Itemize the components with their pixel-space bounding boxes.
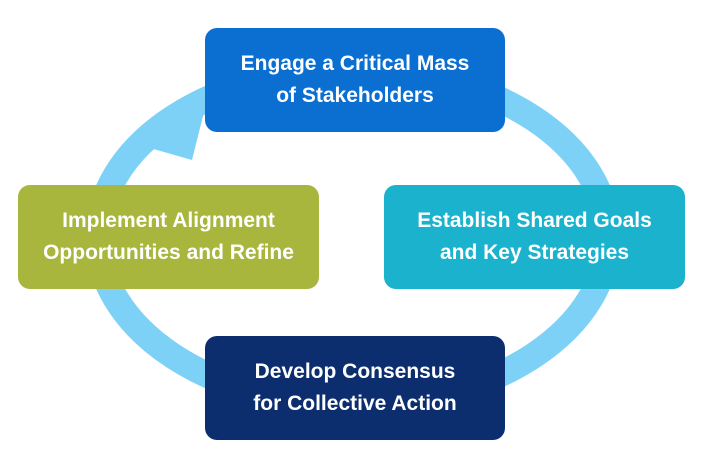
- step-establish-goals: Establish Shared Goals and Key Strategie…: [384, 185, 685, 289]
- step-develop-consensus-label: Develop Consensus for Collective Action: [253, 360, 457, 415]
- step-develop-consensus: Develop Consensus for Collective Action: [205, 336, 505, 440]
- step-establish-goals-label: Establish Shared Goals and Key Strategie…: [417, 209, 652, 264]
- step-implement-alignment-label: Implement Alignment Opportunities and Re…: [43, 209, 294, 264]
- step-implement-alignment: Implement Alignment Opportunities and Re…: [18, 185, 319, 289]
- step-engage-stakeholders-label: Engage a Critical Mass of Stakeholders: [240, 52, 470, 107]
- step-engage-stakeholders: Engage a Critical Mass of Stakeholders: [205, 28, 505, 132]
- cycle-arrowhead-icon: [150, 108, 205, 160]
